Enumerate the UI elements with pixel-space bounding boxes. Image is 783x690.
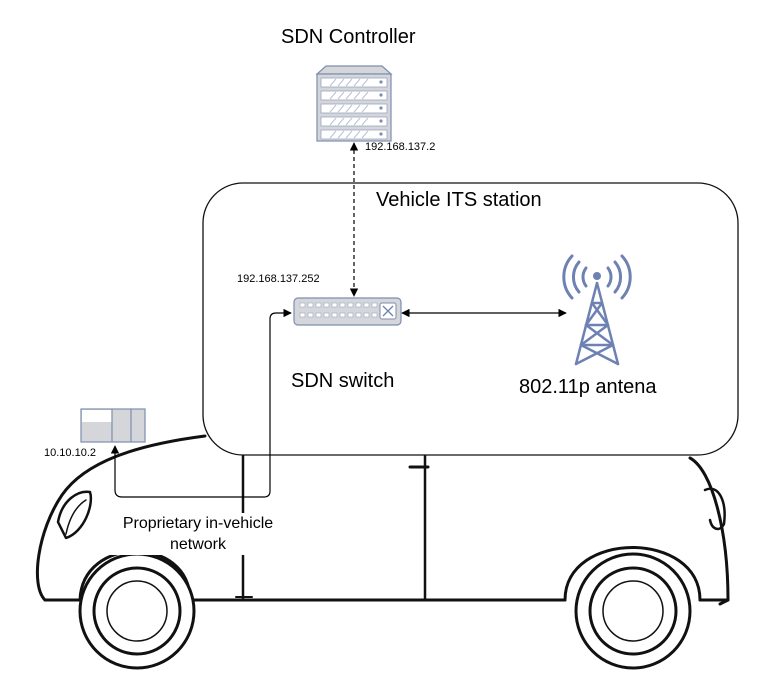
- device-ip: 10.10.10.2: [44, 447, 96, 459]
- switch-ip: 192.168.137.252: [237, 273, 320, 285]
- antenna-label: 802.11p antena: [519, 376, 657, 398]
- front-wheel: [78, 552, 196, 670]
- station-title: Vehicle ITS station: [376, 189, 542, 211]
- its-station-box: [202, 182, 739, 456]
- controller-ip: 192.168.137.2: [365, 141, 436, 153]
- controller-title: SDN Controller: [281, 26, 416, 48]
- network-switch-icon: [293, 297, 402, 326]
- network-label-line1: Proprietary in-vehicle: [122, 515, 274, 532]
- in-vehicle-link: [110, 308, 292, 498]
- ecu-device-icon: [80, 408, 146, 443]
- rear-wheel: [574, 552, 692, 670]
- server-icon: [315, 65, 393, 142]
- switch-label: SDN switch: [291, 370, 395, 392]
- antenna-tower-icon: [562, 254, 632, 366]
- network-label: Proprietary in-vehicle network: [92, 513, 304, 555]
- network-label-line2: network: [169, 536, 227, 553]
